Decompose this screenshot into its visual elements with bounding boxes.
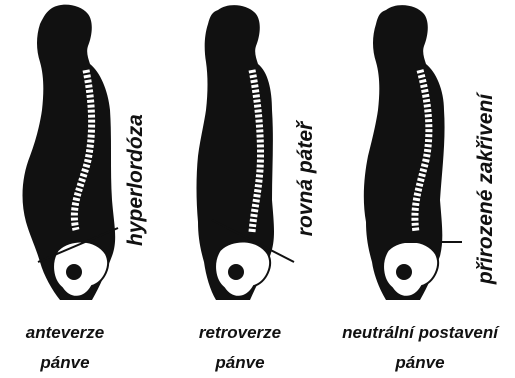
caption-line-1: retroverze (180, 318, 300, 348)
label-rovna-pater: rovná páteř (294, 114, 320, 244)
label-prirozene-zakriveni: přirozené zakřivení (474, 89, 500, 289)
figure-anteverze (23, 5, 118, 300)
caption-line-2: pánve (5, 348, 125, 378)
caption-neutralni: neutrální postavení pánve (330, 318, 510, 378)
caption-line-1: neutrální postavení (330, 318, 510, 348)
figure-neutralni (364, 5, 462, 300)
caption-anteverze: anteverze pánve (5, 318, 125, 378)
hip-joint (228, 264, 244, 280)
caption-retroverze: retroverze pánve (180, 318, 300, 378)
caption-line-2: pánve (180, 348, 300, 378)
caption-line-1: anteverze (5, 318, 125, 348)
hip-joint (66, 264, 82, 280)
label-hyperlordoza: hyperlordóza (124, 116, 150, 246)
hip-joint (396, 264, 412, 280)
figure-retroverze (197, 5, 295, 300)
caption-line-2: pánve (330, 348, 510, 378)
